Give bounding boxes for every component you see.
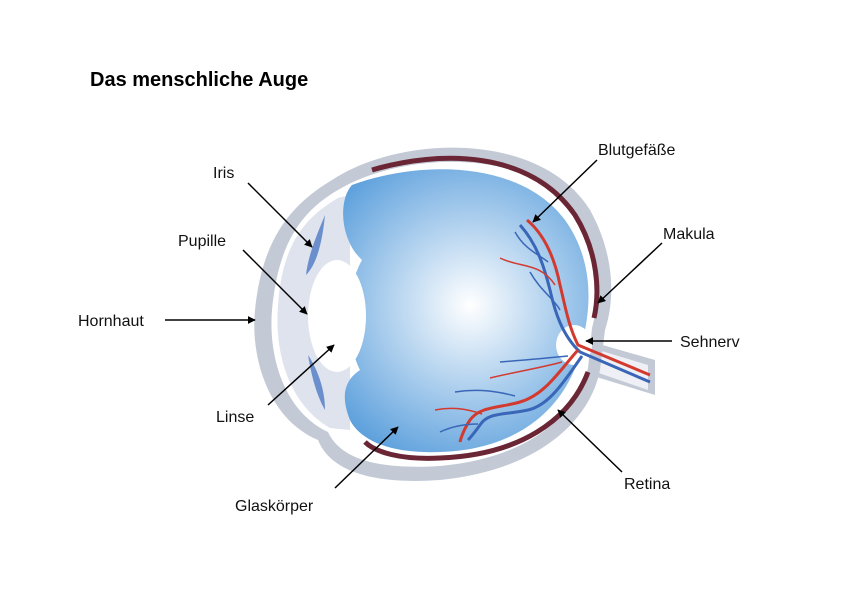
iris-upper [306,215,325,275]
label-iris: Iris [213,165,234,182]
vessel-branch [514,231,549,263]
diagram-title: Das menschliche Auge [90,69,308,91]
artery-lower [458,348,580,443]
arrow-glaskoerper [334,426,399,489]
vessel-branch [499,257,556,286]
label-hornhaut: Hornhaut [78,313,144,330]
label-glaskoerper: Glaskörper [235,498,314,515]
arrow-retina [557,409,623,473]
arrow-iris [247,182,313,248]
label-retina: Retina [624,476,670,493]
label-sehnerv: Sehnerv [680,334,740,351]
vessel-branch [439,423,479,433]
vein-upper [518,223,651,384]
vitreous-body [343,169,589,453]
choroid [363,155,600,461]
artery-upper [526,218,651,377]
iris-lower [308,355,325,410]
vessel-branch [454,389,516,397]
vessel-branch [499,355,569,363]
lens [308,260,366,372]
label-blutgefaesse: Blutgefäße [598,142,675,159]
vein-lower [466,355,584,442]
arrow-blutgefaesse [532,159,598,223]
arrow-linse [267,344,335,406]
arrow-makula [597,242,663,304]
vessel-branch [489,361,563,379]
label-linse: Linse [216,409,254,426]
label-pupille: Pupille [178,233,226,250]
vessel-branch [529,271,561,311]
vessel-branch [434,407,483,415]
arrow-pupille [242,249,308,315]
label-makula: Makula [663,226,715,243]
